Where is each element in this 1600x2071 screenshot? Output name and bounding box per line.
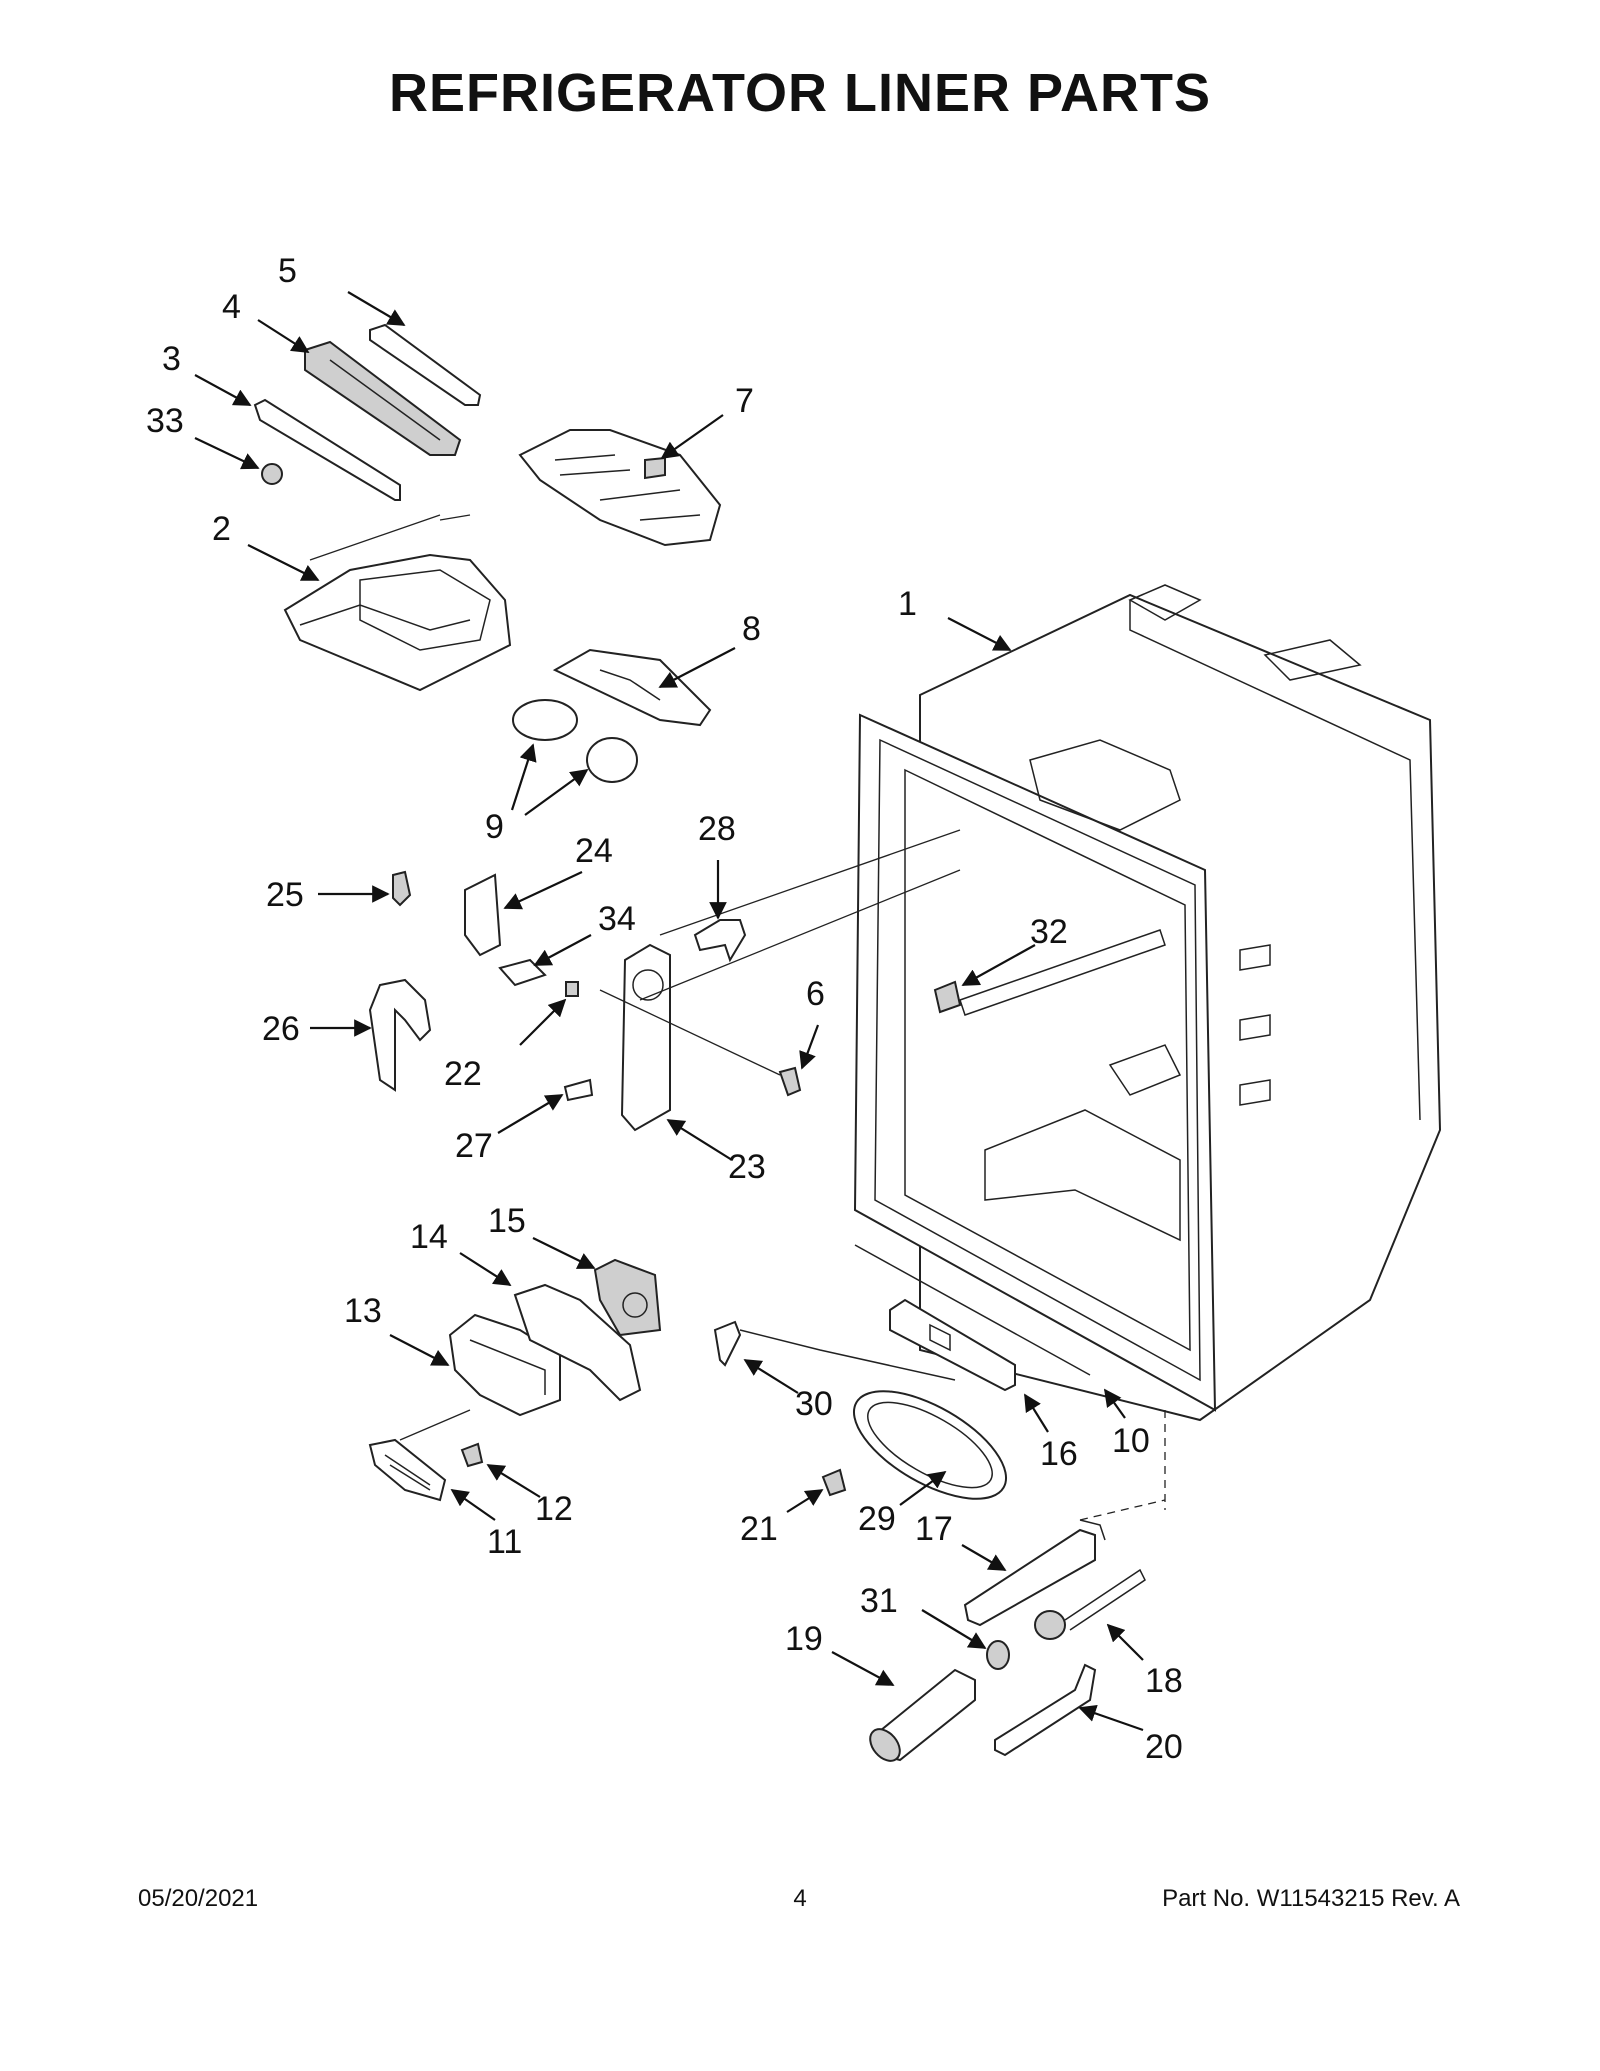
- callout-21: 21: [740, 1510, 778, 1548]
- part-4-drawing: [304, 340, 462, 456]
- callout-2: 2: [212, 510, 231, 548]
- callout-17: 17: [915, 1510, 953, 1548]
- callout-28: 28: [698, 810, 736, 848]
- part-15-drawing: [593, 1258, 662, 1337]
- callout-14: 14: [410, 1218, 448, 1256]
- part-30-drawing: [713, 1320, 956, 1381]
- callout-31: 31: [860, 1582, 898, 1620]
- part-9-drawing: [512, 699, 638, 783]
- footer-page-number: 4: [793, 1885, 807, 1912]
- part-33-drawing: [261, 463, 283, 485]
- part-5-drawing: [369, 323, 482, 406]
- callout-11: 11: [487, 1523, 522, 1561]
- callout-30: 30: [795, 1385, 833, 1423]
- callout-9: 9: [485, 808, 504, 846]
- part-20-drawing: [994, 1663, 1097, 1757]
- callout-12: 12: [535, 1490, 573, 1528]
- callout-34: 34: [598, 900, 636, 938]
- part-16-drawing: [889, 1298, 1016, 1392]
- part-22-drawing: [565, 981, 579, 997]
- part-34-drawing: [498, 958, 547, 987]
- part-32-drawing: [933, 980, 962, 1014]
- part-17-drawing: [963, 1519, 1106, 1627]
- part-27-drawing: [563, 1078, 594, 1102]
- callout-18: 18: [1145, 1662, 1183, 1700]
- part-3-drawing: [253, 398, 401, 501]
- part-liner-drawing: [853, 584, 1442, 1422]
- footer-part-number: Part No. W11543215 Rev. A: [1162, 1885, 1460, 1912]
- part-26-drawing: [368, 978, 432, 1092]
- part-11-drawing: [368, 1438, 447, 1502]
- footer-date: 05/20/2021: [138, 1885, 259, 1912]
- callout-19: 19: [785, 1620, 823, 1658]
- part-23-drawing: [620, 943, 671, 1132]
- part-21-drawing: [821, 1468, 847, 1497]
- callout-33: 33: [146, 402, 184, 440]
- part-29-drawing: [852, 1390, 1008, 1500]
- part-18-drawing: [1034, 1568, 1146, 1640]
- part-28-drawing: [693, 919, 747, 963]
- part-25-drawing: [392, 870, 412, 907]
- callout-labels: 1 2 3 4 5 6 7 8 9 10 11 12 13 14 15 16 1…: [146, 252, 1183, 1766]
- callout-3: 3: [162, 340, 181, 378]
- callout-16: 16: [1040, 1435, 1078, 1473]
- part-8-drawing: [552, 648, 712, 727]
- callout-20: 20: [1145, 1728, 1183, 1766]
- part-24-drawing: [464, 873, 502, 957]
- callout-22: 22: [444, 1055, 482, 1093]
- callout-23: 23: [728, 1148, 766, 1186]
- callout-32: 32: [1030, 913, 1068, 951]
- callout-24: 24: [575, 832, 613, 870]
- callout-5: 5: [278, 252, 297, 290]
- callout-6: 6: [806, 975, 825, 1013]
- callout-15: 15: [488, 1202, 526, 1240]
- callout-7: 7: [735, 382, 754, 420]
- callout-29: 29: [858, 1500, 896, 1538]
- part-2-drawing: [283, 553, 512, 692]
- callout-1: 1: [898, 585, 917, 623]
- callout-arrows: [194, 291, 1144, 1732]
- part-19-drawing: [869, 1668, 976, 1762]
- callout-8: 8: [742, 610, 761, 648]
- part-12-drawing: [460, 1442, 484, 1468]
- part-7-drawing: [518, 429, 722, 547]
- part-10-drawing: [854, 1244, 1091, 1376]
- callout-25: 25: [266, 876, 304, 914]
- part-31-drawing: [986, 1640, 1010, 1670]
- page-title: REFRIGERATOR LINER PARTS: [388, 63, 1212, 123]
- callout-4: 4: [222, 288, 241, 326]
- callout-13: 13: [344, 1292, 382, 1330]
- part-14-drawing: [513, 1283, 642, 1402]
- callout-10: 10: [1112, 1422, 1150, 1460]
- callout-26: 26: [262, 1010, 300, 1048]
- callout-27: 27: [455, 1127, 493, 1165]
- part-6-drawing: [778, 1066, 802, 1097]
